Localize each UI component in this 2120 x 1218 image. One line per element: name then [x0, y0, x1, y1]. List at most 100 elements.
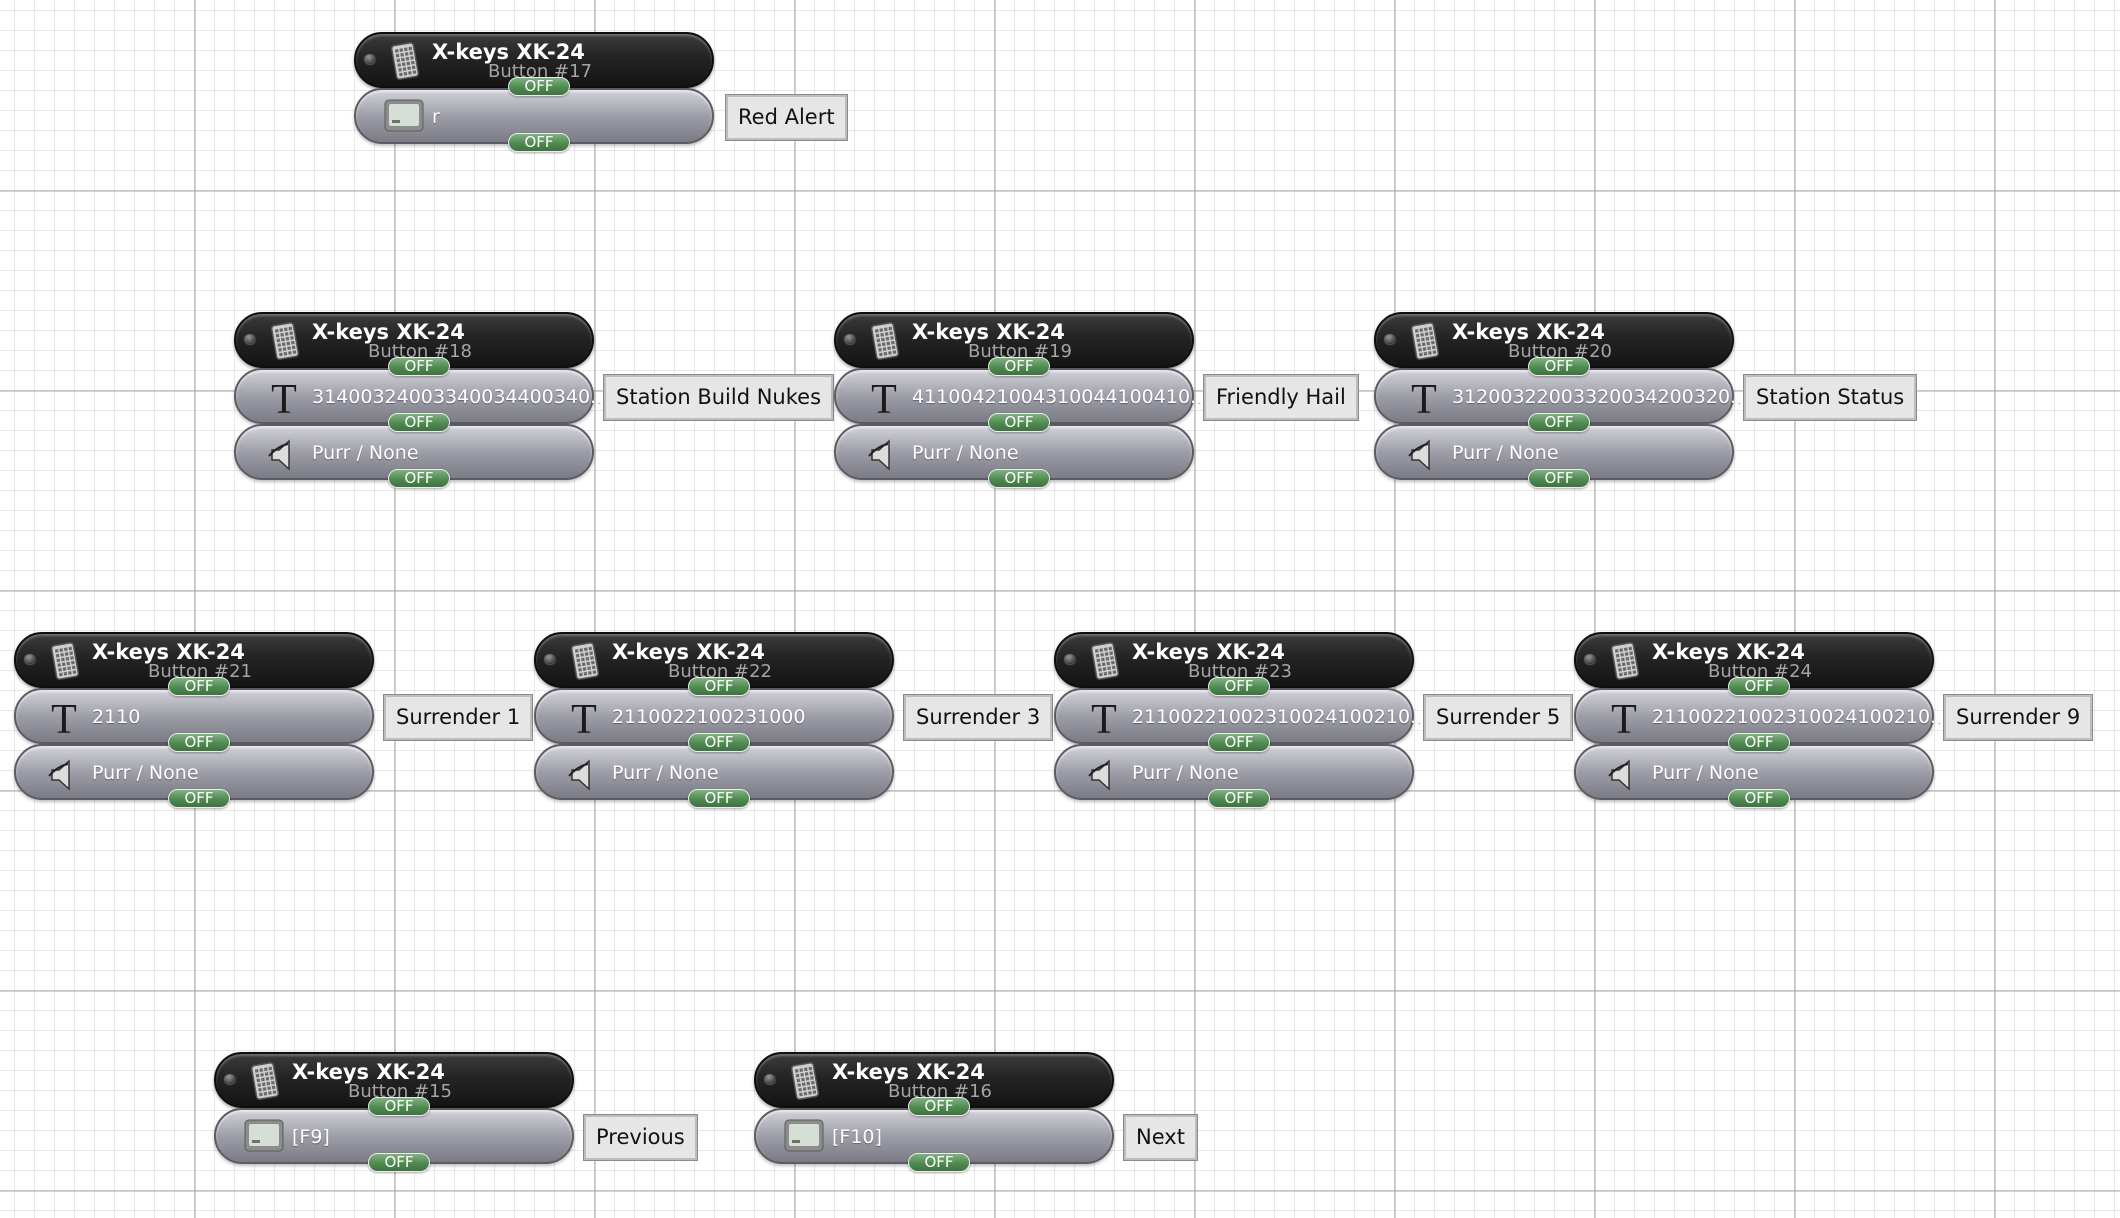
- state-badge[interactable]: OFF: [1208, 733, 1270, 752]
- collapse-toggle[interactable]: [1384, 334, 1396, 344]
- state-badge[interactable]: OFF: [168, 677, 230, 696]
- action-value: 2110022100231000: [612, 706, 806, 728]
- state-badge[interactable]: OFF: [988, 357, 1050, 376]
- state-badge[interactable]: OFF: [388, 469, 450, 488]
- state-badge[interactable]: OFF: [688, 733, 750, 752]
- node-label[interactable]: Next: [1123, 1114, 1198, 1161]
- button-number: Button #22: [667, 661, 772, 682]
- state-badge[interactable]: OFF: [1528, 469, 1590, 488]
- speaker-icon: [864, 434, 904, 478]
- node-label[interactable]: Red Alert: [725, 94, 848, 141]
- keypad-icon: [268, 321, 302, 365]
- state-badge[interactable]: OFF: [988, 469, 1050, 488]
- keystroke-action[interactable]: [F9]OFF: [214, 1108, 574, 1172]
- node-label[interactable]: Friendly Hail: [1203, 374, 1359, 421]
- action-value: 2110: [92, 706, 141, 728]
- action-value: Purr / None: [312, 442, 419, 464]
- collapse-toggle[interactable]: [1064, 654, 1076, 664]
- state-badge[interactable]: OFF: [1208, 677, 1270, 696]
- collapse-toggle[interactable]: [544, 654, 556, 664]
- state-badge[interactable]: OFF: [988, 413, 1050, 432]
- node-label[interactable]: Surrender 1: [382, 694, 534, 741]
- svg-text:T: T: [1611, 698, 1637, 738]
- state-badge[interactable]: OFF: [168, 789, 230, 808]
- collapse-toggle[interactable]: [224, 1074, 236, 1084]
- keypad-icon: [1408, 321, 1442, 365]
- state-badge[interactable]: OFF: [388, 413, 450, 432]
- state-badge[interactable]: OFF: [1208, 789, 1270, 808]
- state-badge[interactable]: OFF: [508, 77, 570, 96]
- state-badge[interactable]: OFF: [168, 733, 230, 752]
- state-badge[interactable]: OFF: [1728, 789, 1790, 808]
- collapse-toggle[interactable]: [244, 334, 256, 344]
- collapse-toggle[interactable]: [1584, 654, 1596, 664]
- node-label[interactable]: Surrender 5: [1422, 694, 1574, 741]
- node-label[interactable]: Station Build Nukes: [602, 374, 835, 421]
- collapse-toggle[interactable]: [364, 54, 376, 64]
- svg-text:T: T: [51, 698, 77, 738]
- keystroke-action[interactable]: [F10]OFF: [754, 1108, 1114, 1172]
- device-name: X-keys XK-24: [1652, 640, 1805, 664]
- state-badge[interactable]: OFF: [908, 1097, 970, 1116]
- node-label[interactable]: Previous: [583, 1114, 698, 1161]
- node-label[interactable]: Station Status: [1742, 374, 1918, 421]
- state-badge[interactable]: OFF: [1728, 677, 1790, 696]
- state-badge[interactable]: OFF: [508, 133, 570, 152]
- state-badge[interactable]: OFF: [688, 677, 750, 696]
- state-badge[interactable]: OFF: [368, 1097, 430, 1116]
- state-badge[interactable]: OFF: [688, 789, 750, 808]
- speaker-icon: [1604, 754, 1644, 798]
- collapse-toggle[interactable]: [24, 654, 36, 664]
- svg-text:T: T: [1091, 698, 1117, 738]
- node-label[interactable]: Surrender 3: [902, 694, 1054, 741]
- svg-text:T: T: [571, 698, 597, 738]
- collapse-toggle[interactable]: [764, 1074, 776, 1084]
- keyboard-icon: [784, 1118, 824, 1158]
- state-badge[interactable]: OFF: [368, 1153, 430, 1172]
- collapse-toggle[interactable]: [844, 334, 856, 344]
- state-badge[interactable]: OFF: [1528, 357, 1590, 376]
- state-badge[interactable]: OFF: [908, 1153, 970, 1172]
- text-t-icon: T: [1404, 377, 1444, 423]
- state-badge[interactable]: OFF: [1528, 413, 1590, 432]
- state-badge[interactable]: OFF: [388, 357, 450, 376]
- node-label[interactable]: Surrender 9: [1942, 694, 2094, 741]
- state-badge[interactable]: OFF: [1728, 733, 1790, 752]
